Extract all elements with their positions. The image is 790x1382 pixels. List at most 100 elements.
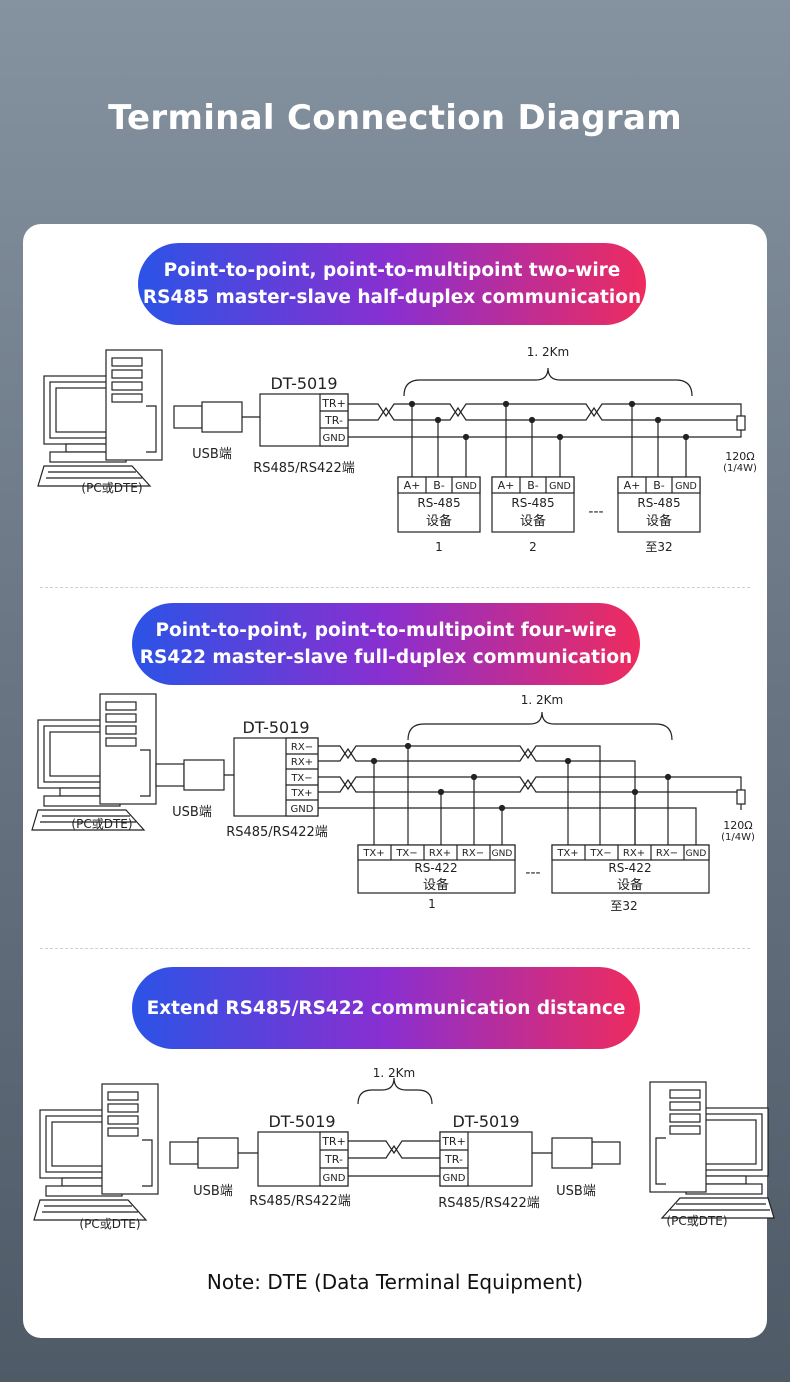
device-pin-label: B- xyxy=(433,479,445,492)
pin-label: GND xyxy=(323,1173,346,1184)
usb-label: USB端 xyxy=(192,447,232,462)
resistor-power: (1/4W) xyxy=(723,463,757,474)
usb-label: USB端 xyxy=(172,805,212,820)
resistor-value: 120Ω xyxy=(725,450,754,463)
section2-diagram: 1. 2Km DT-5019 RX− RX+ TX− TX+ GND USB端 … xyxy=(31,693,755,913)
device-pin-label: RX− xyxy=(462,848,484,859)
device-model: RS-422 xyxy=(608,861,651,875)
pin-label: TR- xyxy=(324,414,343,427)
section1-heading-line1: Point-to-point, point-to-multipoint two-… xyxy=(163,260,621,281)
device-pin-label: GND xyxy=(686,849,707,859)
terminating-resistor xyxy=(736,789,746,805)
converter-name: DT-5019 xyxy=(268,1112,335,1131)
port-label: RS485/RS422端 xyxy=(226,825,328,840)
distance-label: 1. 2Km xyxy=(521,693,563,707)
device-word: 设备 xyxy=(426,513,452,529)
section3-diagram: 1. 2Km DT-5019 DT-5019 TR+ TR- GND TR+ T… xyxy=(33,1066,775,1231)
rs485-device-1 xyxy=(397,400,481,533)
pin-label: GND xyxy=(443,1173,466,1184)
device-pin-label: RX+ xyxy=(429,848,451,859)
ellipsis: --- xyxy=(588,504,603,520)
section2-heading-line2: RS422 master-slave full-duplex communica… xyxy=(139,647,633,668)
device-pin-label: B- xyxy=(653,479,665,492)
pin-label: GND xyxy=(291,804,314,815)
computer-icon xyxy=(37,349,163,487)
section2-heading: Point-to-point, point-to-multipoint four… xyxy=(132,603,640,685)
converter-name: DT-5019 xyxy=(242,718,309,737)
port-label: RS485/RS422端 xyxy=(253,461,355,476)
resistor-value: 120Ω xyxy=(723,819,752,832)
section1-heading: Point-to-point, point-to-multipoint two-… xyxy=(138,243,646,325)
device-pin-label: A+ xyxy=(624,479,641,492)
device-number: 2 xyxy=(529,540,537,554)
rs422-device-1 xyxy=(357,844,516,894)
device-pin-label: A+ xyxy=(404,479,421,492)
pin-label: TX− xyxy=(290,773,312,784)
device-number: 1 xyxy=(435,540,443,554)
pin-label: TR- xyxy=(444,1153,463,1166)
device-pin-label: A+ xyxy=(498,479,515,492)
usb-plug-icon xyxy=(155,759,245,791)
pin-label: TR- xyxy=(324,1153,343,1166)
terminating-resistor xyxy=(736,415,746,431)
usb-plug-icon xyxy=(173,401,263,433)
device-word: 设备 xyxy=(423,877,449,893)
device-pin-label: TX+ xyxy=(556,848,578,859)
device-pin-label: B- xyxy=(527,479,539,492)
device-pin-label: GND xyxy=(675,481,697,492)
device-number: 至32 xyxy=(610,899,637,913)
section3-heading-line1: Extend RS485/RS422 communication distanc… xyxy=(146,997,626,1019)
usb-plug-icon xyxy=(169,1137,259,1169)
device-word: 设备 xyxy=(617,877,643,893)
pin-label: TX+ xyxy=(290,788,312,799)
device-model: RS-485 xyxy=(511,496,554,510)
usb-label: USB端 xyxy=(193,1184,233,1199)
pc-label: (PC或DTE) xyxy=(81,481,142,495)
device-pin-label: TX− xyxy=(589,848,611,859)
device-model: RS-422 xyxy=(414,861,457,875)
section1-diagram: 1. 2Km DT-5019 TR+ TR- GND USB端 RS485/RS… xyxy=(37,345,757,554)
port-label: RS485/RS422端 xyxy=(249,1194,351,1209)
distance-label: 1. 2Km xyxy=(373,1066,415,1080)
footnote: Note: DTE (Data Terminal Equipment) xyxy=(206,1270,584,1294)
pc-label: (PC或DTE) xyxy=(79,1217,140,1231)
computer-icon xyxy=(31,693,157,831)
device-model: RS-485 xyxy=(417,496,460,510)
device-pin-label: TX− xyxy=(395,848,417,859)
section-divider xyxy=(40,587,750,588)
pc-label: (PC或DTE) xyxy=(71,817,132,831)
computer-icon xyxy=(649,1081,775,1219)
device-pin-label: RX+ xyxy=(623,848,645,859)
usb-label: USB端 xyxy=(556,1184,596,1199)
usb-plug-icon xyxy=(531,1137,621,1169)
pin-label: TR+ xyxy=(321,1135,346,1148)
rs485-device-2 xyxy=(491,400,575,533)
device-model: RS-485 xyxy=(637,496,680,510)
converter-name: DT-5019 xyxy=(270,374,337,393)
distance-label: 1. 2Km xyxy=(527,345,569,359)
device-word: 设备 xyxy=(520,513,546,529)
computer-icon xyxy=(33,1083,159,1221)
section2-heading-line1: Point-to-point, point-to-multipoint four… xyxy=(155,620,617,641)
pin-label: GND xyxy=(323,433,346,444)
device-pin-label: TX+ xyxy=(362,848,384,859)
device-pin-label: RX− xyxy=(656,848,678,859)
pin-label: TR+ xyxy=(441,1135,466,1148)
ellipsis: --- xyxy=(525,865,540,881)
device-number: 1 xyxy=(428,897,436,911)
port-label: RS485/RS422端 xyxy=(438,1196,540,1211)
resistor-power: (1/4W) xyxy=(721,832,755,843)
rs422-device-32 xyxy=(551,844,710,894)
rs485-device-32 xyxy=(617,400,701,533)
device-pin-label: GND xyxy=(455,481,477,492)
device-number: 至32 xyxy=(645,540,672,554)
page-title: Terminal Connection Diagram xyxy=(108,98,682,138)
pin-label: RX− xyxy=(291,742,313,753)
pin-label: TR+ xyxy=(321,397,346,410)
pin-label: RX+ xyxy=(291,757,313,768)
section3-heading: Extend RS485/RS422 communication distanc… xyxy=(132,967,640,1049)
device-pin-label: GND xyxy=(492,849,513,859)
converter-name: DT-5019 xyxy=(452,1112,519,1131)
section1-heading-line2: RS485 master-slave half-duplex communica… xyxy=(142,287,642,308)
